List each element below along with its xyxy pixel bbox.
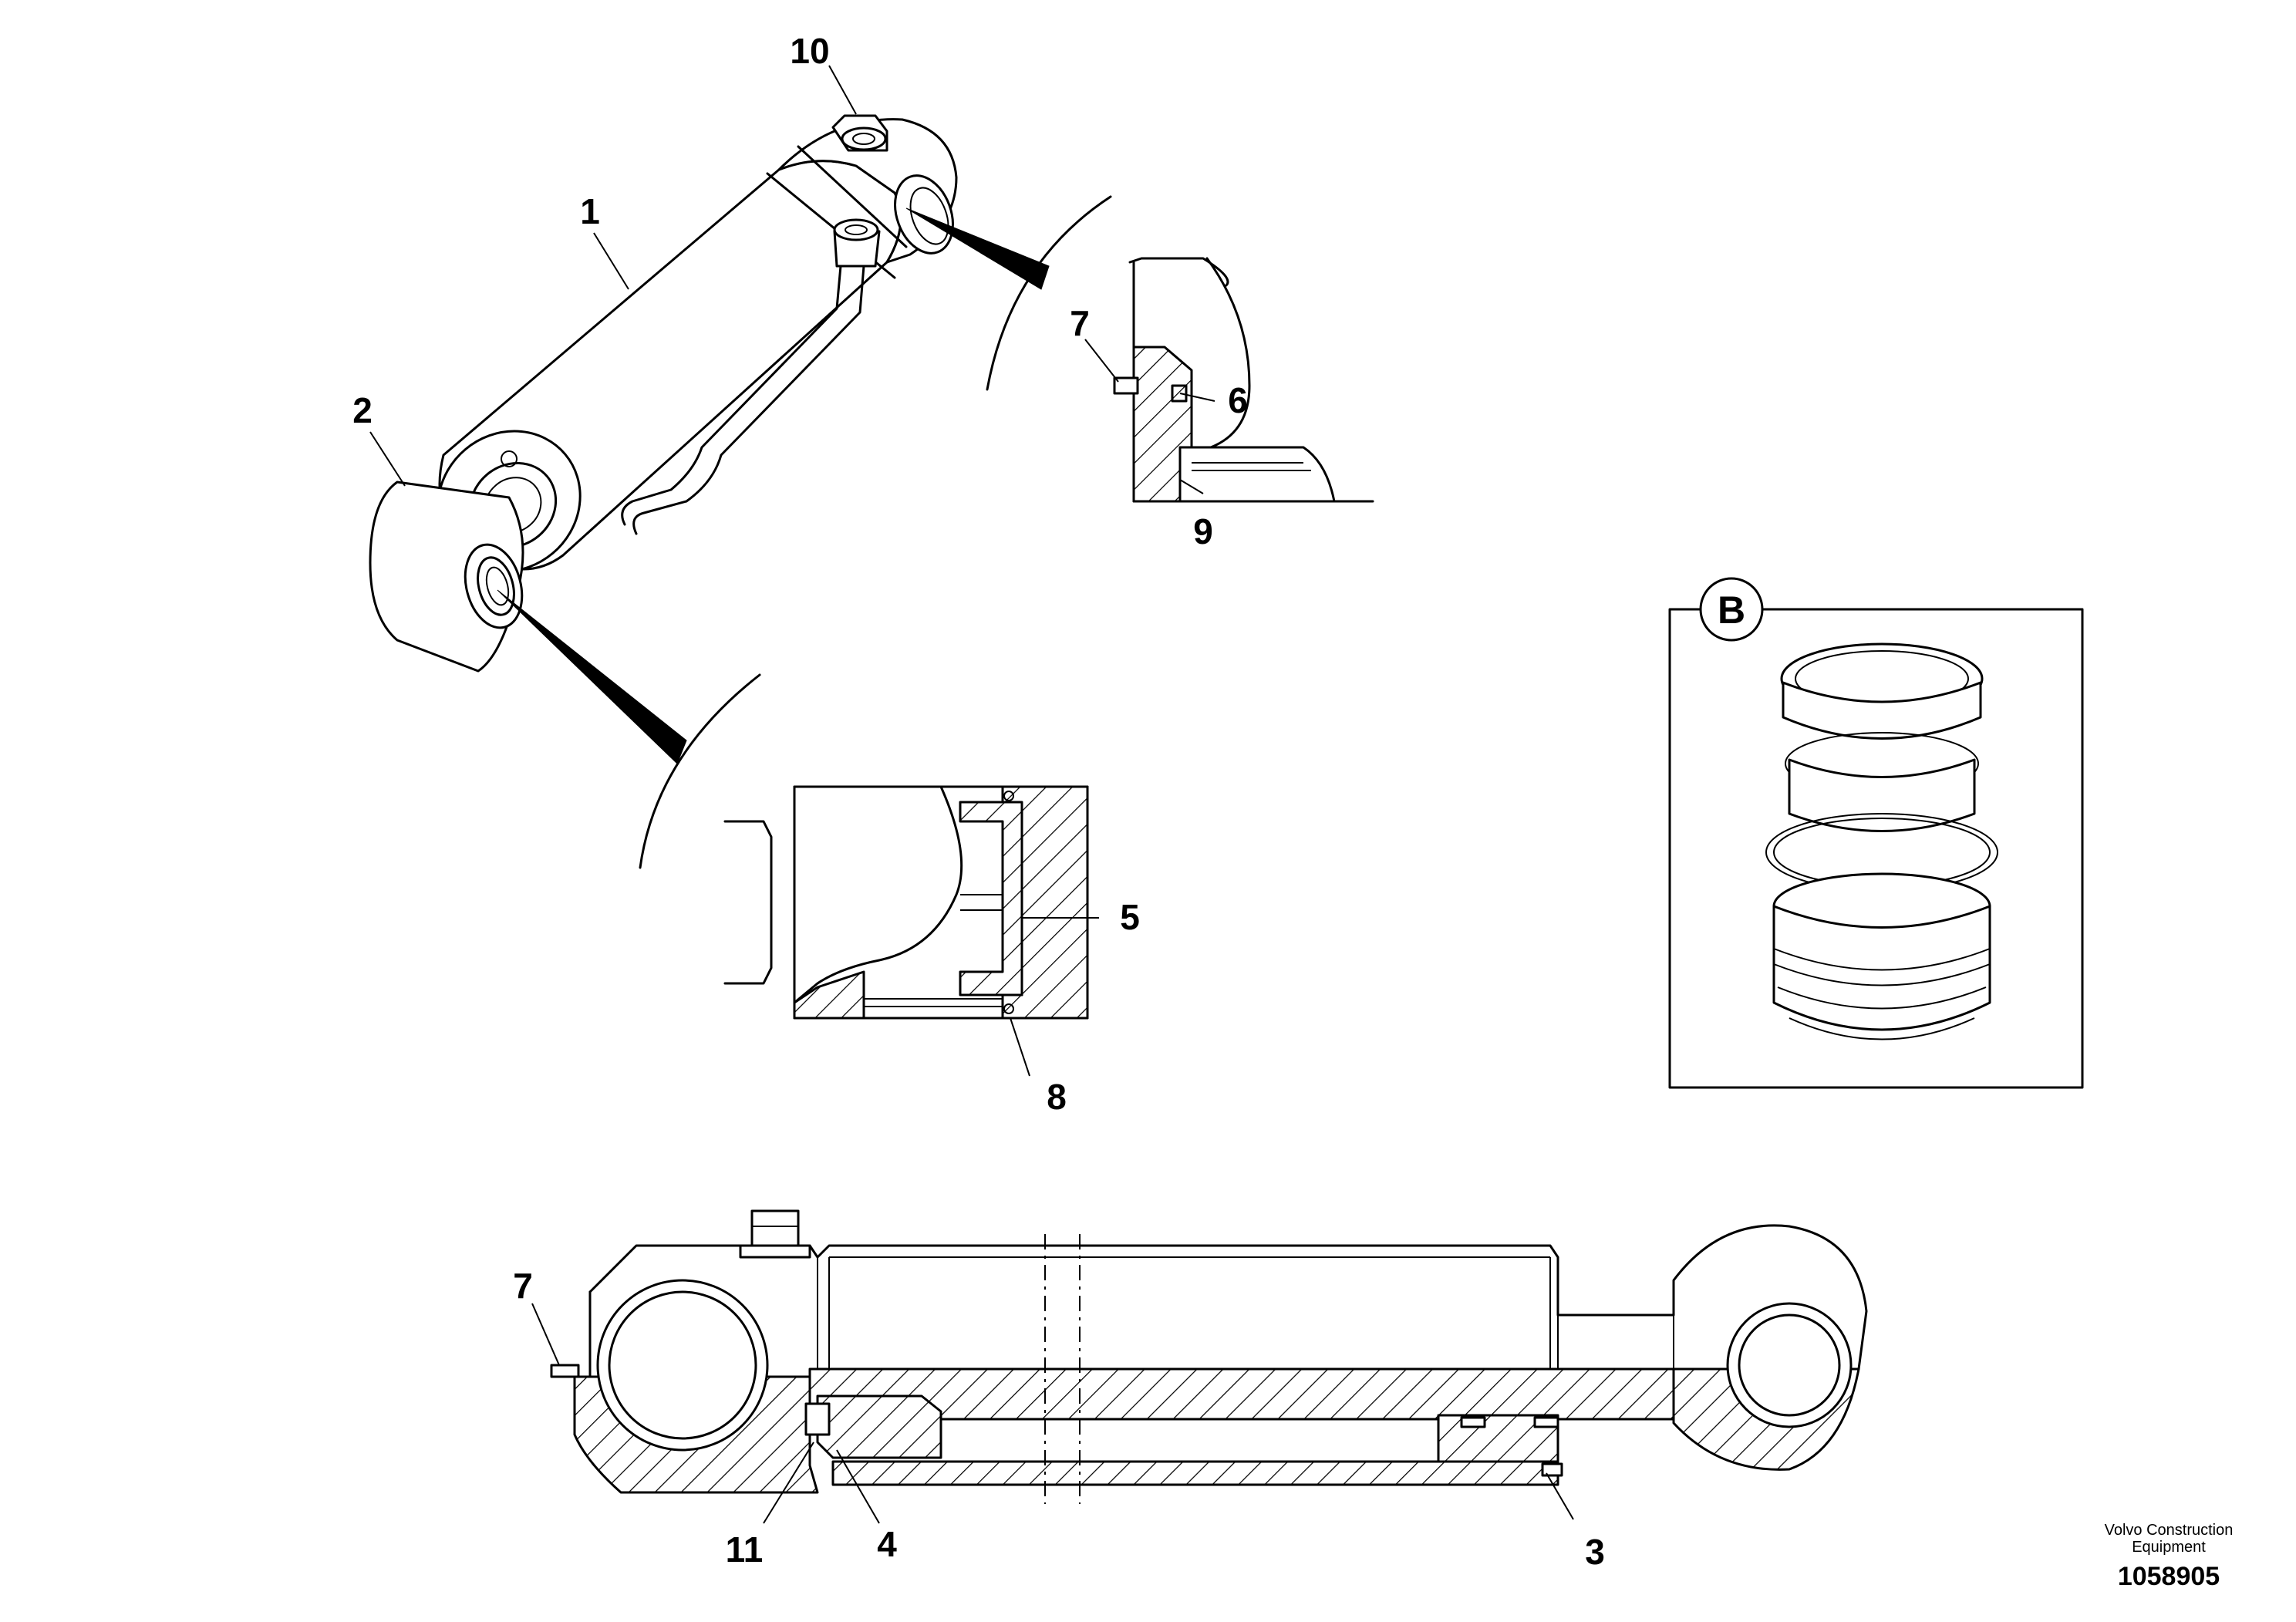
callout-leaders — [369, 65, 1574, 1524]
callout-4: 4 — [877, 1524, 897, 1564]
callout-5: 5 — [1120, 897, 1140, 937]
detail-b-badge — [1699, 577, 1764, 642]
callout-7-section: 7 — [513, 1266, 533, 1306]
callout-3: 3 — [1585, 1532, 1605, 1572]
cylinder-iso-view — [369, 114, 958, 673]
detail-rod-eye-section — [723, 785, 1089, 1020]
callout-8: 8 — [1047, 1077, 1067, 1117]
callout-10: 10 — [790, 31, 829, 71]
publisher-credit-line1: Volvo Construction — [2105, 1522, 2234, 1539]
detail-b-seal-kit: B — [1668, 577, 2084, 1089]
detail-pointer-rod — [497, 589, 687, 764]
detail-arc-rod — [639, 673, 761, 869]
callout-9: 9 — [1193, 511, 1213, 551]
drawing-number: 1058905 — [2118, 1562, 2220, 1591]
detail-head-section — [1113, 257, 1374, 503]
detail-b-frame — [1668, 608, 2084, 1089]
callout-2: 2 — [352, 390, 373, 430]
callout-1: 1 — [580, 191, 600, 231]
detail-b-label: B — [1718, 588, 1745, 632]
callout-6: 6 — [1228, 380, 1248, 420]
port-fitting-lower — [833, 218, 881, 268]
detail-arc-head — [986, 195, 1112, 391]
cylinder-section-view — [550, 1209, 1868, 1504]
detail-pointer-head — [905, 207, 1050, 290]
callout-7-detail: 7 — [1070, 303, 1090, 343]
port-fitting-top — [831, 114, 888, 152]
callout-11: 11 — [726, 1529, 764, 1570]
publisher-credit-line2: Equipment — [2132, 1539, 2206, 1556]
